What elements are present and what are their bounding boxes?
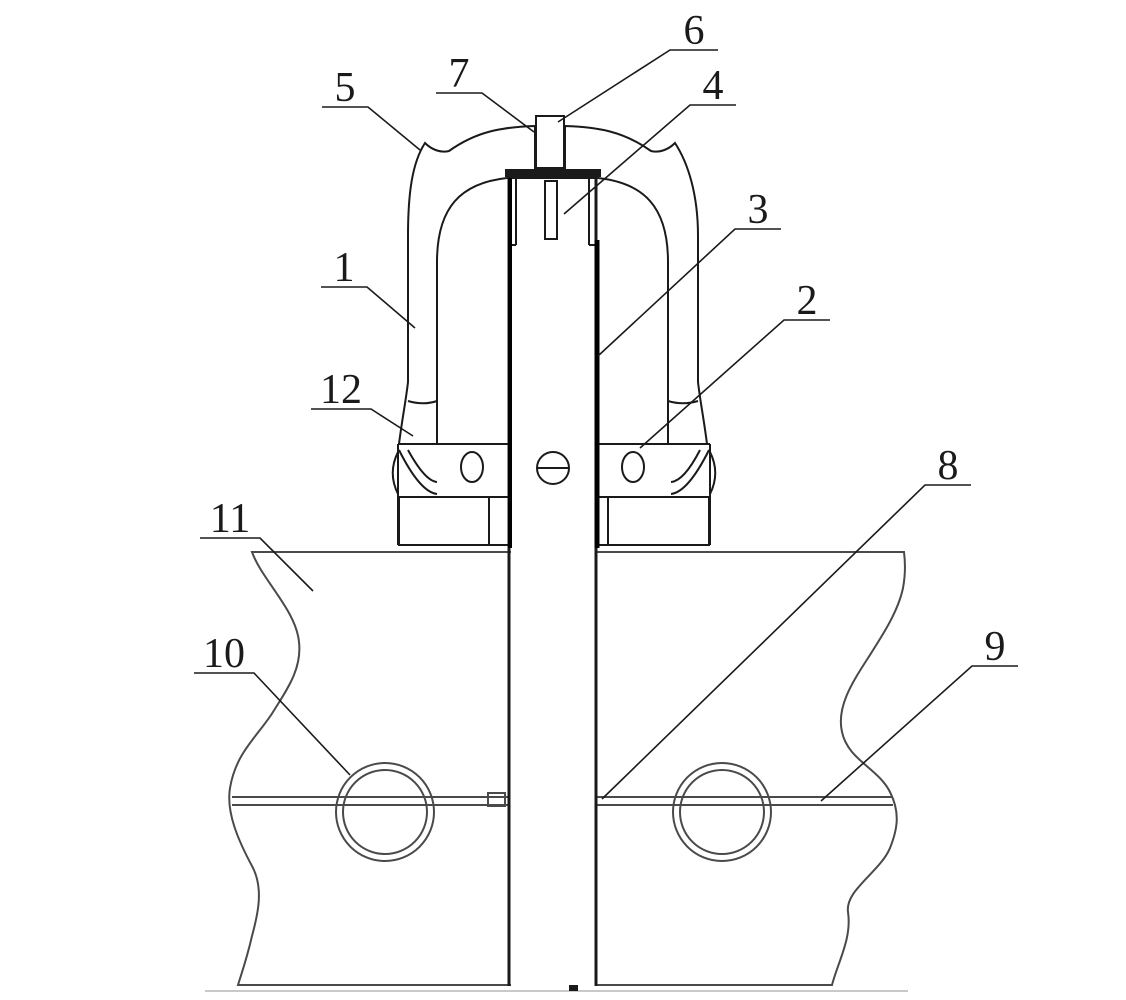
callout-label-6: 6 bbox=[684, 8, 705, 54]
callout-10: 10 bbox=[194, 631, 351, 776]
callout-label-10: 10 bbox=[203, 631, 245, 677]
callout-9: 9 bbox=[820, 624, 1018, 802]
right-pipe-circle-inner bbox=[679, 769, 765, 855]
callout-label-11: 11 bbox=[210, 496, 250, 542]
flange-slab-right bbox=[607, 496, 710, 546]
callout-label-2: 2 bbox=[797, 278, 818, 324]
bottom-tick bbox=[569, 985, 578, 991]
flange-garland-curves bbox=[391, 449, 717, 495]
callout-4: 4 bbox=[563, 63, 736, 215]
flange-hole-right bbox=[621, 451, 645, 483]
callout-8: 8 bbox=[601, 443, 971, 800]
inner-rod bbox=[544, 180, 558, 240]
flange-slab-left bbox=[398, 496, 490, 546]
leader-line-9 bbox=[820, 665, 1018, 802]
center-tube bbox=[507, 177, 600, 986]
leader-line-2 bbox=[639, 319, 830, 449]
callout-label-3: 3 bbox=[748, 187, 769, 233]
dome-housing bbox=[397, 124, 709, 445]
callout-label-8: 8 bbox=[938, 443, 959, 489]
leader-line-10 bbox=[194, 672, 351, 776]
pipe-axis-line-left bbox=[232, 796, 509, 806]
leader-line-11 bbox=[200, 537, 314, 592]
pipe-joint-box bbox=[487, 792, 506, 807]
leader-line-1 bbox=[321, 286, 416, 329]
leader-line-6 bbox=[557, 49, 718, 123]
callout-3: 3 bbox=[597, 187, 781, 357]
tube-upper-section bbox=[509, 178, 596, 246]
callout-2: 2 bbox=[639, 278, 830, 449]
leader-line-3 bbox=[597, 228, 781, 357]
callout-label-1: 1 bbox=[334, 245, 355, 291]
leader-line-12 bbox=[311, 408, 414, 437]
callout-label-9: 9 bbox=[985, 624, 1006, 670]
flange-base bbox=[391, 443, 717, 546]
ground-area bbox=[228, 551, 906, 986]
dome-foot-lines bbox=[407, 400, 699, 405]
callouts: 6 7 4 5 3 2 1 12 bbox=[194, 8, 1018, 802]
tube-cap bbox=[505, 169, 601, 177]
tube-interior bbox=[511, 548, 595, 988]
pipe-axis-line-right bbox=[596, 796, 893, 806]
flange-hole-left bbox=[460, 451, 484, 483]
left-pipe-circle-inner bbox=[342, 769, 428, 855]
leader-line-4 bbox=[563, 104, 736, 215]
callout-11: 11 bbox=[200, 496, 314, 592]
right-pipe-circle bbox=[672, 762, 772, 862]
callout-12: 12 bbox=[311, 367, 414, 437]
callout-label-5: 5 bbox=[335, 65, 356, 111]
callout-6: 6 bbox=[557, 8, 718, 123]
callout-label-12: 12 bbox=[320, 367, 362, 413]
ground-section bbox=[228, 551, 906, 986]
leader-line-5 bbox=[322, 106, 421, 151]
callout-label-7: 7 bbox=[449, 51, 470, 97]
leader-line-7 bbox=[436, 92, 535, 133]
left-pipe-circle bbox=[335, 762, 435, 862]
flange-lines bbox=[397, 443, 711, 546]
callout-1: 1 bbox=[321, 245, 416, 329]
top-plug bbox=[535, 115, 565, 171]
callout-5: 5 bbox=[322, 65, 421, 151]
callout-label-4: 4 bbox=[703, 63, 724, 109]
dome-wall bbox=[397, 124, 709, 445]
leader-line-8 bbox=[601, 484, 971, 800]
buried-pipes bbox=[232, 762, 893, 862]
callout-7: 7 bbox=[436, 51, 535, 133]
